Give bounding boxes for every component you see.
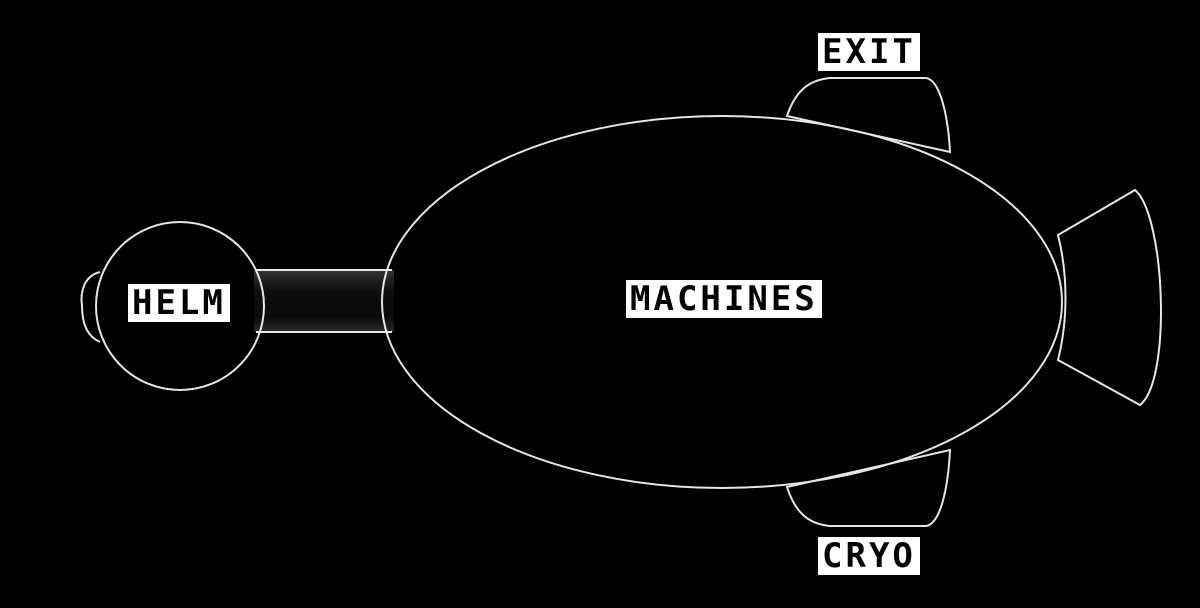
- machines-hull[interactable]: [381, 115, 1063, 489]
- cryo-pod[interactable]: [785, 448, 952, 527]
- helm-corridor: [254, 270, 394, 332]
- exit-room-label[interactable]: EXIT: [818, 33, 920, 71]
- cryo-room-label[interactable]: CRYO: [818, 537, 920, 575]
- machines-room-label[interactable]: MACHINES: [626, 280, 822, 318]
- helm-room-label[interactable]: HELM: [128, 284, 230, 322]
- helm-nose-cap: [80, 271, 101, 343]
- helm-sphere[interactable]: [95, 221, 265, 391]
- thruster-cone: [1056, 188, 1162, 407]
- exit-pod[interactable]: [785, 77, 952, 154]
